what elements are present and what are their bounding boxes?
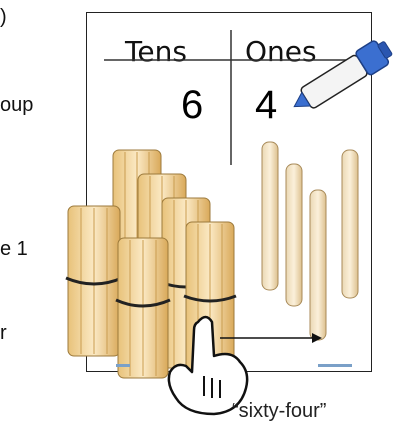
ones-sticks xyxy=(261,141,359,341)
sheet-footer-mark-left xyxy=(116,364,130,367)
sheet-footer-mark-right xyxy=(318,364,352,367)
ones-header: Ones xyxy=(245,35,317,68)
single-stick-1 xyxy=(261,141,279,291)
bundle-5 xyxy=(65,205,123,357)
single-stick-3 xyxy=(309,189,327,341)
left-text-fragment-3: e 1 xyxy=(0,238,28,260)
left-text-fragment-1: ) xyxy=(0,6,7,28)
tens-bundles xyxy=(65,149,237,379)
single-stick-2 xyxy=(285,163,303,307)
pointing-hand-icon xyxy=(167,315,249,416)
single-stick-4 xyxy=(341,149,359,299)
tens-digit: 6 xyxy=(181,83,204,127)
left-text-fragment-4: r xyxy=(0,322,7,344)
number-name-caption: “sixty-four” xyxy=(232,400,327,422)
marker-icon xyxy=(293,40,393,109)
bundle-6 xyxy=(115,237,171,379)
arrow-icon xyxy=(220,333,322,343)
tens-header: Tens xyxy=(125,35,187,68)
left-text-fragment-2: oup xyxy=(0,94,34,116)
ones-digit: 4 xyxy=(255,83,278,127)
